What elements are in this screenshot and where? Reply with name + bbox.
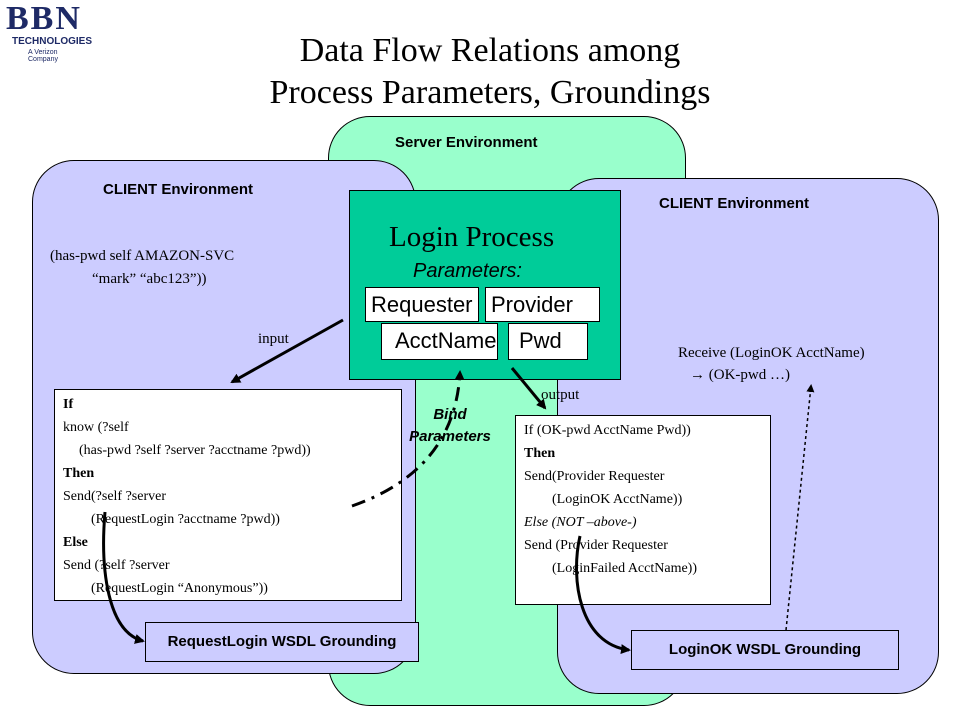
loginok-wsdl-grounding: LoginOK WSDL Grounding (631, 630, 899, 670)
code-line: If (63, 397, 74, 412)
logo-letters: BBN (6, 0, 82, 37)
code-line: Send (?self ?server (63, 558, 170, 573)
code-line: (LoginOK AcctName)) (552, 492, 683, 507)
login-process-title: Login Process (389, 221, 555, 253)
client-left-label: CLIENT Environment (103, 181, 254, 198)
output-arrow (510, 367, 547, 410)
bbn-logo: BBN TECHNOLOGIES A Verizon Company (6, 0, 92, 63)
output-label: output (541, 387, 580, 403)
input-arrow (230, 318, 344, 384)
receive-line-2: → (OK-pwd …) (690, 367, 790, 383)
input-label: input (258, 331, 289, 347)
code-line: (RequestLogin “Anonymous”)) (91, 581, 268, 596)
has-pwd-fact-line-2: “mark” “abc123”)) (92, 271, 207, 287)
code-line: Else (63, 535, 88, 550)
code-line: (has-pwd ?self ?server ?acctname ?pwd)) (79, 443, 311, 458)
title-line-2: Process Parameters, Groundings (269, 74, 711, 111)
requestlogin-wsdl-grounding: RequestLogin WSDL Grounding (145, 622, 419, 662)
bind-label-line-2: Parameters (409, 428, 491, 445)
code-line: Then (63, 466, 95, 481)
provider-param: Provider (485, 287, 600, 322)
receive-dotted-arrow (785, 384, 815, 631)
client-left-rule-box: If know (?self (has-pwd ?self ?server ?a… (54, 389, 402, 601)
client-right-rule-box: If (OK-pwd AcctName Pwd)) Then Send(Prov… (515, 415, 771, 605)
code-line: Send (Provider Requester (524, 538, 668, 553)
client-right-label: CLIENT Environment (659, 195, 810, 212)
code-line: know (?self (63, 420, 129, 435)
requestlogin-grounding-arrow (102, 511, 145, 644)
code-line: Else (NOT –above-) (524, 515, 637, 530)
parameters-label: Parameters: (413, 260, 522, 282)
bind-parameters-label: Bind Parameters (395, 404, 505, 448)
code-line: (LoginFailed AcctName)) (552, 561, 698, 576)
server-environment-label: Server Environment (395, 134, 538, 151)
code-line: (RequestLogin ?acctname ?pwd)) (91, 512, 280, 527)
receive-line-1: Receive (LoginOK AcctName) (678, 345, 865, 361)
logo-technologies: TECHNOLOGIES (12, 36, 93, 47)
code-line: Send(?self ?server (63, 489, 167, 504)
code-line: Then (524, 446, 556, 461)
slide-title: Data Flow Relations among Process Parame… (150, 30, 830, 114)
logo-tagline: A Verizon Company (28, 49, 58, 63)
bind-parameters-arrow (351, 370, 465, 508)
code-line: If (OK-pwd AcctName Pwd)) (524, 423, 691, 438)
title-line-1: Data Flow Relations among (299, 32, 681, 69)
requester-param: Requester (365, 287, 479, 322)
code-line: Send(Provider Requester (524, 469, 665, 484)
acctname-param: AcctName (381, 323, 498, 360)
loginok-grounding-arrow (575, 535, 631, 654)
bind-label-line-1: Bind (433, 406, 467, 423)
pwd-param: Pwd (508, 323, 588, 360)
has-pwd-fact-line-1: (has-pwd self AMAZON-SVC (50, 248, 235, 264)
